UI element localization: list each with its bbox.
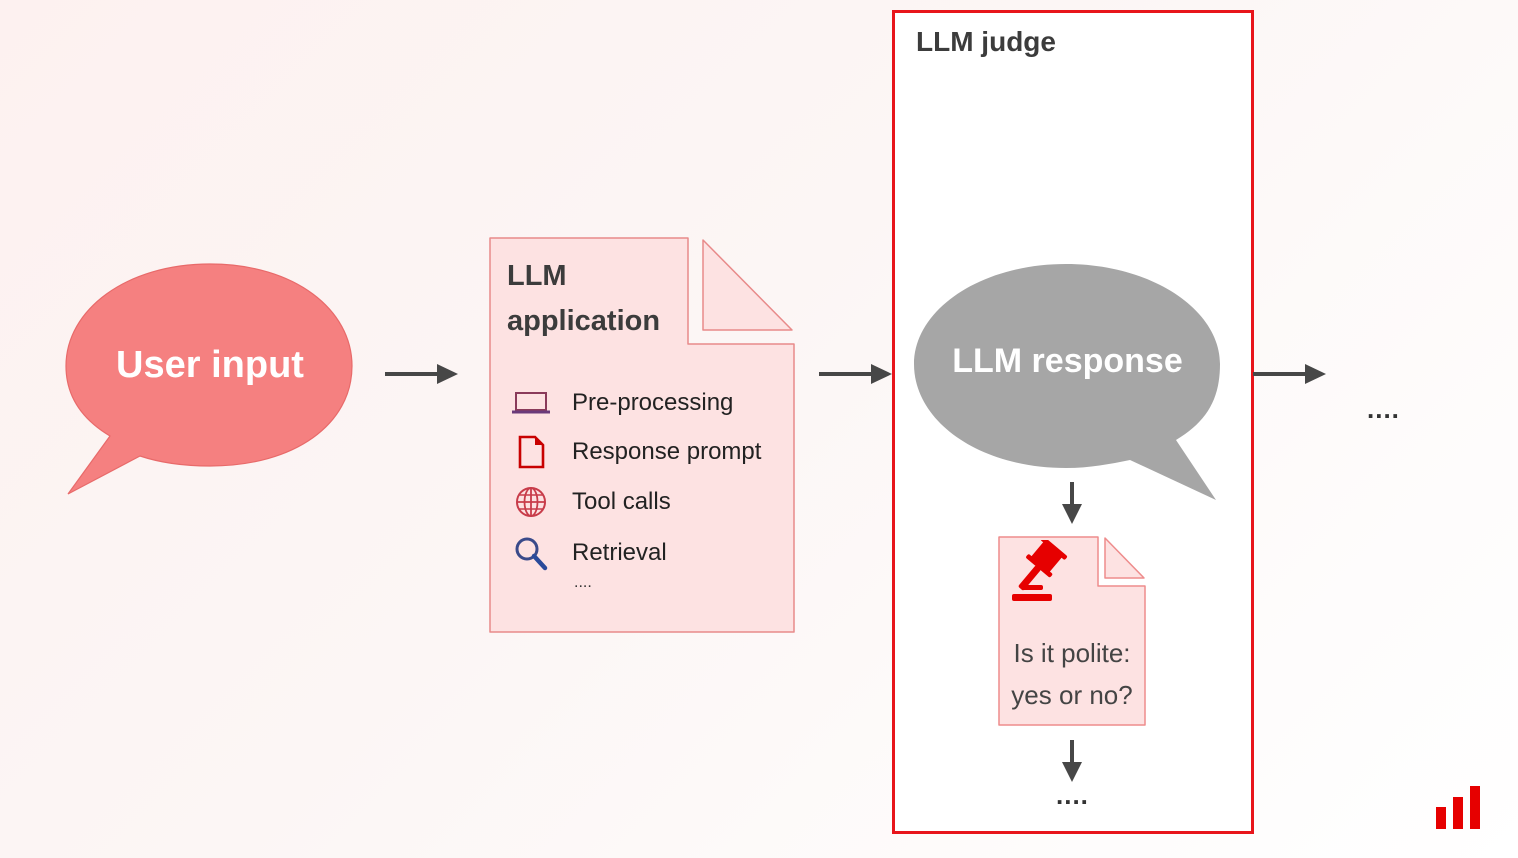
arrow-down-icon: [1062, 482, 1082, 524]
llm-application-title-line1: LLM: [507, 260, 567, 292]
llm-application-title-line2: application: [507, 305, 661, 337]
bar-chart-logo-icon: [1436, 786, 1480, 829]
llm-judge-more: ....: [1056, 780, 1089, 810]
trailing-more: ....: [1367, 394, 1400, 424]
judge-criterion-text: Is it polite: yes or no?: [1000, 632, 1144, 716]
llm-application-title: LLM application: [507, 254, 660, 344]
judge-criterion-document: [998, 536, 1146, 726]
llm-response-label: LLM response: [952, 342, 1183, 380]
arrow-right-icon: [385, 364, 458, 384]
judge-criterion-line1: Is it polite:: [1013, 638, 1131, 668]
llm-application-more: ....: [574, 574, 592, 591]
user-input-bubble: [65, 263, 353, 495]
list-item-label: Retrieval: [572, 539, 667, 566]
llm-judge-title: LLM judge: [916, 26, 1056, 57]
gavel-icon: [1012, 540, 1068, 601]
list-item-response-prompt: Response prompt: [510, 434, 761, 470]
laptop-icon: [510, 385, 552, 421]
list-item-label: Response prompt: [572, 438, 762, 465]
magnifier-icon: [510, 535, 552, 571]
arrow-down-icon: [1062, 740, 1082, 782]
list-item-label: Tool calls: [572, 488, 671, 515]
llm-application-document: [489, 237, 795, 633]
user-input-label: User input: [116, 344, 304, 386]
judge-criterion-line2: yes or no?: [1011, 680, 1133, 710]
llm-response-bubble: [914, 264, 1220, 500]
arrow-right-icon: [1253, 364, 1326, 384]
list-item-retrieval: Retrieval: [510, 535, 667, 571]
list-item-pre-processing: Pre-processing: [510, 385, 733, 421]
arrow-right-icon: [819, 364, 892, 384]
list-item-tool-calls: Tool calls: [510, 484, 671, 520]
document-icon: [510, 434, 552, 470]
list-item-label: Pre-processing: [572, 389, 734, 416]
globe-icon: [510, 484, 552, 520]
